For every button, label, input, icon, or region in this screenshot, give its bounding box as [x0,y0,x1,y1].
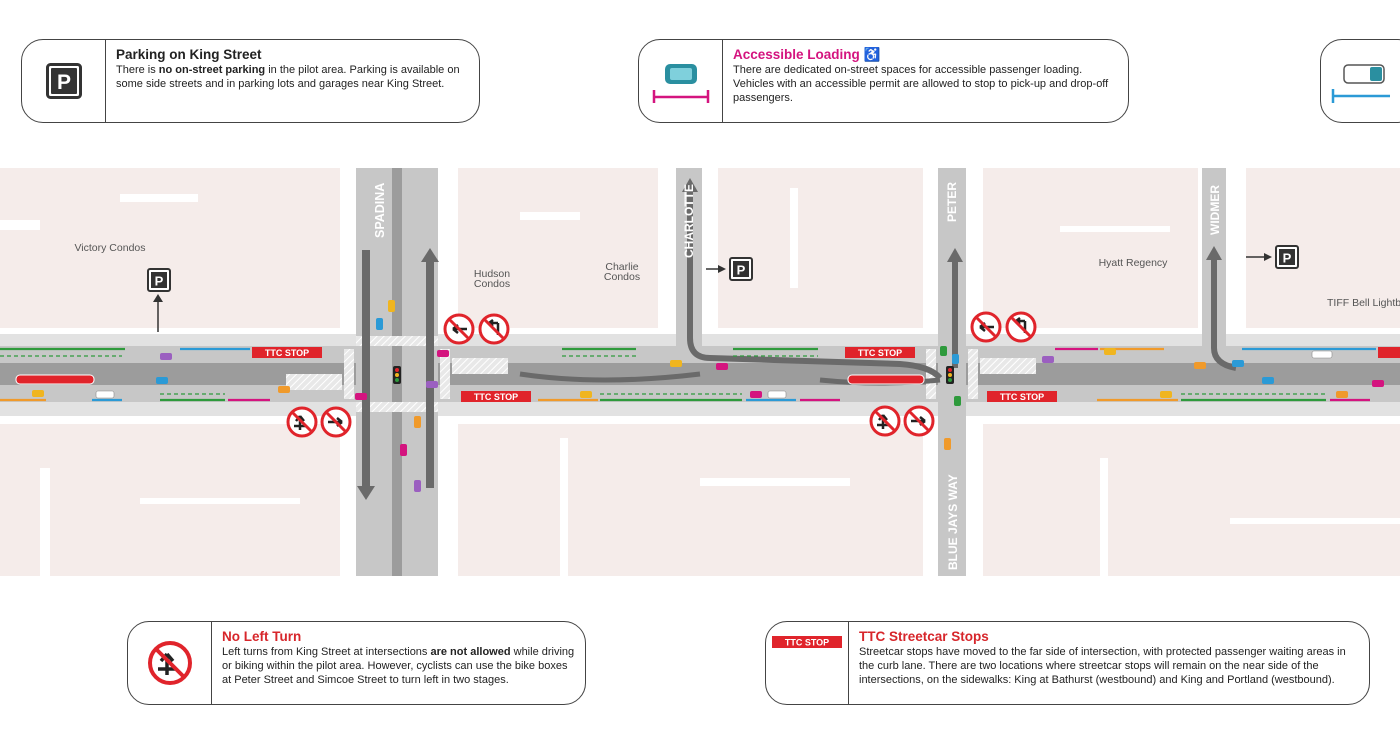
svg-text:P: P [737,263,746,278]
charlotte-turn-path [687,188,943,381]
parking-icon-cell: P [22,40,106,122]
ttc-streetcar-stops-legend-card: TTC STOP TTC Streetcar Stops Streetcar s… [765,621,1370,705]
arrow-head [1206,246,1222,260]
accessible-loading-legend-card: Accessible Loading ♿ There are dedicated… [638,39,1129,123]
parking-legend-bold: no on-street parking [158,64,266,76]
parking-legend-title: Parking on King Street [116,47,262,62]
ttc-stop-icon: TTC STOP [772,636,842,648]
partial-legend-card [1320,39,1400,123]
no-left-turn-legend-text: No Left Turn Left turns from King Street… [212,622,585,704]
ttc-stop-marker: TTC STOP [461,391,531,402]
street-label-charlotte: CHARLOTTE [682,184,696,258]
svg-text:TTC STOP: TTC STOP [785,638,829,648]
arrow-head [357,486,375,500]
building-label-hudson-condos-2: Condos [474,278,510,290]
ttc-stop-marker: TTC STOP [252,347,322,358]
bike-box-hatch [980,358,1036,374]
building-label-victory-condos: Victory Condos [74,242,145,254]
parking-sign-victory: P [147,268,171,332]
crosswalk [356,336,438,346]
svg-text:TTC STOP: TTC STOP [858,348,902,358]
accessible-loading-legend-body: There are dedicated on-street spaces for… [733,64,1109,104]
parking-icon: P [45,63,82,99]
arrow-head [947,248,963,262]
building-label-hudson-condos-1: Hudson [474,268,510,280]
accessible-loading-icon-cell [639,40,723,122]
parking-legend-body-2: in the pilot area. Parking is available … [116,64,460,90]
no-left-turn-legend-body-1: Left turns from King Street at intersect… [222,646,431,658]
svg-text:TTC STOP: TTC STOP [265,348,309,358]
no-left-turn-sign [443,313,475,345]
no-left-turn-legend-body-2: while driving or biking within the pilot… [222,646,575,686]
accessible-loading-legend-text: Accessible Loading ♿ There are dedicated… [723,40,1128,122]
street-label-blue-jays-way: BLUE JAYS WAY [946,474,960,570]
building-label-hyatt-regency: Hyatt Regency [1099,257,1169,269]
ttc-stop-marker: TTC STOP [987,391,1057,402]
no-left-turn-sign [478,313,510,345]
svg-text:P: P [155,274,164,289]
no-left-turn-legend-card: No Left Turn Left turns from King Street… [127,621,586,705]
no-left-turn-legend-title: No Left Turn [222,629,302,644]
parking-sign-charlotte: P [706,257,753,281]
ttc-streetcar-stops-legend-body: Streetcar stops have moved to the far si… [859,646,1346,686]
wheelchair-icon: ♿ [863,47,881,62]
ttc-streetcar-stops-legend-text: TTC Streetcar Stops Streetcar stops have… [849,622,1369,704]
lane-curve [519,371,701,383]
van-icon [1331,64,1390,103]
south-sidewalk [0,402,1400,416]
traffic-signal [946,366,954,384]
bike-box-hatch [286,374,342,390]
bike-box-hatch [452,358,508,374]
partial-legend-icon-cell [1321,40,1399,122]
no-left-turn-sign [869,405,901,437]
streetcar [15,374,95,385]
parking-legend-body-1: There is [116,64,159,76]
widmer-turn-path [1211,258,1237,371]
curb-lane-markings [0,347,1376,402]
streetcar [847,374,925,385]
crosswalk [356,402,438,412]
ttc-stop-marker-partial [1378,347,1400,358]
arrow-head [421,248,439,262]
crosswalk [344,349,354,399]
king-street-pilot-map: SPADINA CHARLOTTE PETER WIDMER BLUE JAYS… [0,168,1400,576]
building-label-charlie-condos-2: Condos [604,271,640,283]
accessible-loading-legend-title: Accessible Loading ♿ [733,47,881,62]
ttc-stop-icon-cell: TTC STOP [766,622,849,704]
building-gaps [0,188,1400,576]
building-label-tiff-bell-lightbox: TIFF Bell Lightbox [1327,297,1400,309]
parking-legend-text: Parking on King Street There is no on-st… [106,40,479,122]
svg-text:TTC STOP: TTC STOP [1000,392,1044,402]
svg-text:TTC STOP: TTC STOP [474,392,518,402]
street-label-peter: PETER [945,182,959,222]
traffic-signal [393,366,401,384]
street-label-spadina: SPADINA [373,183,387,238]
building-blocks [0,168,1400,576]
no-left-turn-sign [286,406,318,438]
no-left-turn-sign [1005,311,1037,343]
ttc-streetcar-stops-legend-title: TTC Streetcar Stops [859,629,989,644]
crosswalk [968,349,978,399]
no-left-turn-sign [320,406,352,438]
street-label-widmer: WIDMER [1208,185,1222,235]
no-left-turn-sign [903,405,935,437]
no-left-turn-legend-bold: are not allowed [430,646,511,658]
cars [32,300,1384,492]
arrow-head [682,178,698,192]
spadina-traffic-arrows [362,250,434,488]
parking-sign-widmer: P [1246,245,1299,269]
parking-legend-card: P Parking on King Street There is no on-… [21,39,480,123]
building-label-charlie-condos-1: Charlie [605,261,638,273]
bike-lane-dashes [0,355,1326,395]
no-left-turn-icon [147,641,192,685]
no-left-turn-icon-cell [128,622,212,704]
svg-text:P: P [1283,251,1292,266]
ttc-stop-marker: TTC STOP [845,347,915,358]
svg-text:P: P [56,71,70,94]
accessible-car-icon [652,64,709,103]
no-left-turn-sign [970,311,1002,343]
crosswalk [440,349,450,399]
